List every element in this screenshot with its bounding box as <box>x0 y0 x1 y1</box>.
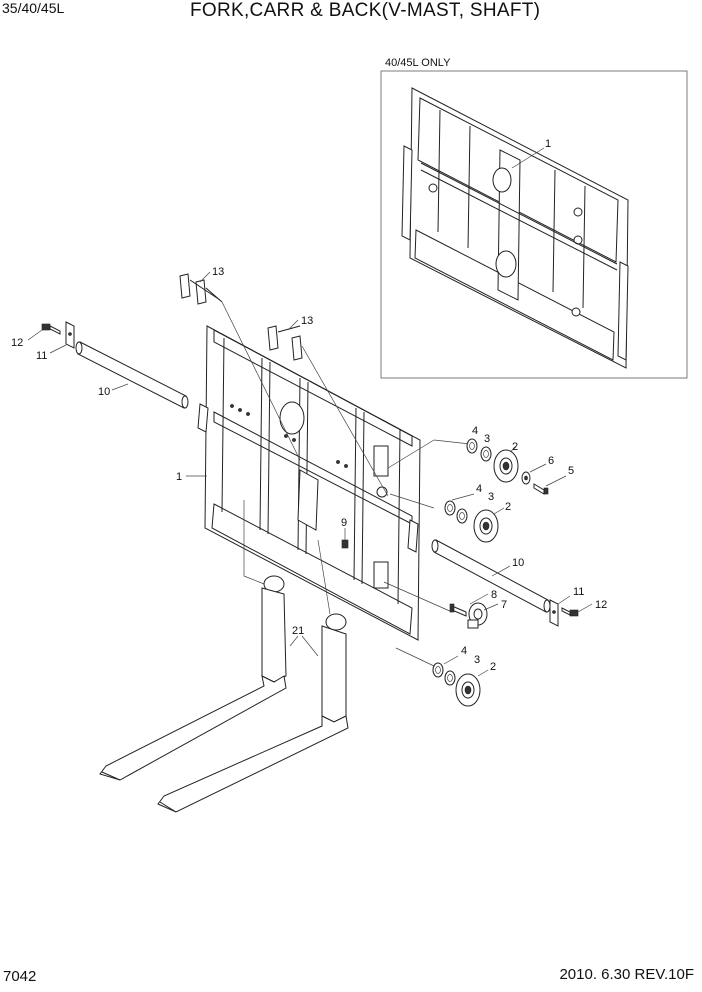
revision-date: 2010. 6.30 REV.10F <box>559 966 694 983</box>
callout-3-top: 3 <box>484 433 490 445</box>
carriage-frame <box>197 325 421 641</box>
bolt-right <box>561 607 579 617</box>
shim-3-mid <box>456 508 468 524</box>
bolt-left <box>41 323 61 335</box>
callout-1: 1 <box>176 471 182 483</box>
pin-chain-right <box>267 325 389 497</box>
shim-4-bottom <box>432 662 444 678</box>
callout-10-upper: 10 <box>98 386 110 398</box>
inset-box <box>380 70 688 379</box>
callout-2-top: 2 <box>512 441 518 453</box>
callout-12-left: 12 <box>11 337 23 349</box>
roller-2-mid <box>473 509 499 543</box>
callout-12-right: 12 <box>595 599 607 611</box>
side-roller-7 <box>467 602 488 629</box>
callout-11-right: 11 <box>573 586 584 598</box>
inset-carriage <box>401 87 629 369</box>
callout-9: 9 <box>341 517 347 529</box>
roller-2-bottom <box>455 673 481 707</box>
shim-4-mid <box>444 500 456 516</box>
shaft-lower <box>431 539 551 613</box>
callout-10-lower: 10 <box>512 557 524 569</box>
callout-4-mid: 4 <box>476 483 482 495</box>
bolt-8 <box>449 603 467 617</box>
inset-label: 40/45L ONLY <box>385 57 451 69</box>
plate-left <box>65 321 75 349</box>
plate-right <box>549 599 559 627</box>
shim-3-top <box>480 446 492 462</box>
callout-4-top: 4 <box>472 425 478 437</box>
washer-6 <box>521 471 531 485</box>
callout-3-bottom: 3 <box>474 654 480 666</box>
callout-8: 8 <box>491 589 497 601</box>
callout-3-mid: 3 <box>488 491 494 503</box>
callout-4-bottom: 4 <box>461 645 467 657</box>
page-number: 7042 <box>3 968 37 985</box>
callout-2-mid: 2 <box>505 501 511 513</box>
model-label: 35/40/45L <box>2 0 65 16</box>
shim-3-bottom <box>444 670 456 686</box>
fork-left <box>99 575 287 781</box>
shaft-upper <box>75 341 189 409</box>
shim-4-top <box>466 438 478 454</box>
callout-6: 6 <box>548 455 554 467</box>
bolt-5 <box>533 483 549 495</box>
callout-13-right: 13 <box>301 315 313 327</box>
callout-2-bottom: 2 <box>490 661 496 673</box>
pin-chain-left <box>179 273 301 461</box>
callout-13-left: 13 <box>212 266 224 278</box>
callout-7: 7 <box>501 599 507 611</box>
grease-nipple-9 <box>341 539 349 549</box>
fork-right <box>157 613 349 813</box>
callout-5: 5 <box>568 465 574 477</box>
roller-2-top <box>493 449 519 483</box>
callout-inset-1: 1 <box>545 138 551 150</box>
page-title: FORK,CARR & BACK(V-MAST, SHAFT) <box>190 0 541 21</box>
callout-21: 21 <box>292 625 304 637</box>
callout-11-left: 11 <box>36 350 47 362</box>
